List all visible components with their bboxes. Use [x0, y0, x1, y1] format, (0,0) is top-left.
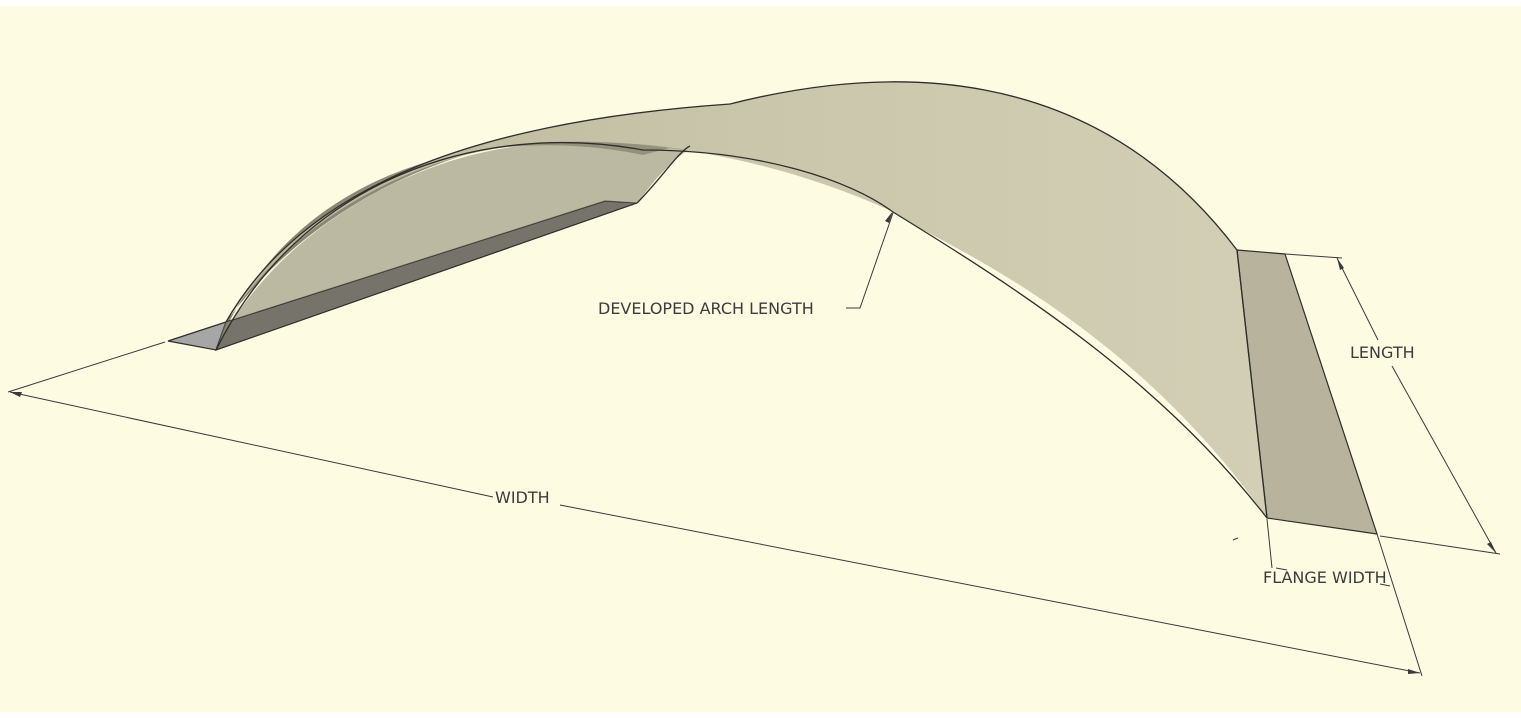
- length-dimension-line-b: [1391, 365, 1497, 554]
- right-flange-inner-edge: [1236, 249, 1268, 519]
- length-arrow-top: [1337, 258, 1344, 270]
- width-extension-left: [7, 341, 166, 393]
- width-arrow-left: [10, 392, 22, 397]
- length-dimension-line-a: [1336, 257, 1379, 341]
- width-dimension-line-a: [9, 391, 494, 498]
- arch-inner-edge: [215, 141, 1268, 519]
- flange-width-label: FLANGE WIDTH: [1263, 568, 1387, 587]
- arch-length-leader: [846, 212, 894, 309]
- length-extension-bottom: [1379, 535, 1501, 555]
- length-label: LENGTH: [1350, 343, 1415, 362]
- width-label: WIDTH: [495, 488, 550, 507]
- length-arrow-bottom: [1487, 542, 1496, 553]
- flange-width-extension-left: [1266, 518, 1273, 569]
- flange-width-tick-left: [1275, 567, 1288, 571]
- length-extension-top: [1284, 253, 1343, 259]
- arch-inner-shading: [216, 142, 688, 350]
- arch-outer-face: [226, 81, 1267, 518]
- width-dimension-line-b: [559, 504, 1421, 674]
- width-arrow-right: [1408, 669, 1420, 674]
- arch-length-arrow: [885, 211, 893, 223]
- arch-back-edge: [636, 145, 691, 204]
- arch-outer-edge: [225, 81, 1238, 323]
- width-extension-right: [1376, 533, 1423, 677]
- developed-arch-length-label: DEVELOPED ARCH LENGTH: [598, 299, 814, 318]
- stray-mark: [1232, 537, 1239, 541]
- flange-width-tick-right: [1379, 583, 1391, 587]
